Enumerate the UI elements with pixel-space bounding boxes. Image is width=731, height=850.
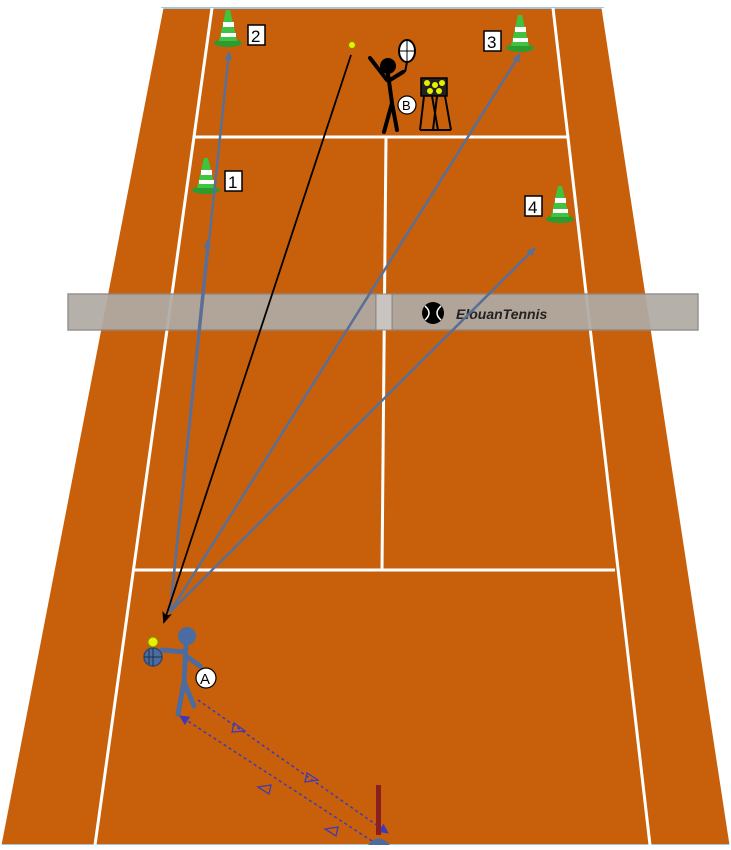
net: ElouanTennis: [68, 294, 698, 330]
tennis-ball-logo-icon: [422, 302, 444, 324]
ball-icon: [349, 42, 356, 49]
racket-icon: [144, 648, 162, 666]
player-b-label: B: [402, 98, 411, 113]
cone-label: 3: [487, 33, 496, 52]
cone-label: 4: [528, 198, 537, 217]
net-left-panel: [68, 294, 376, 330]
net-center-strap: [376, 294, 392, 330]
player-a-label: A: [200, 671, 210, 688]
ball-icon: [148, 637, 158, 647]
cone-label: 2: [251, 27, 260, 46]
cone-label: 1: [228, 173, 237, 192]
